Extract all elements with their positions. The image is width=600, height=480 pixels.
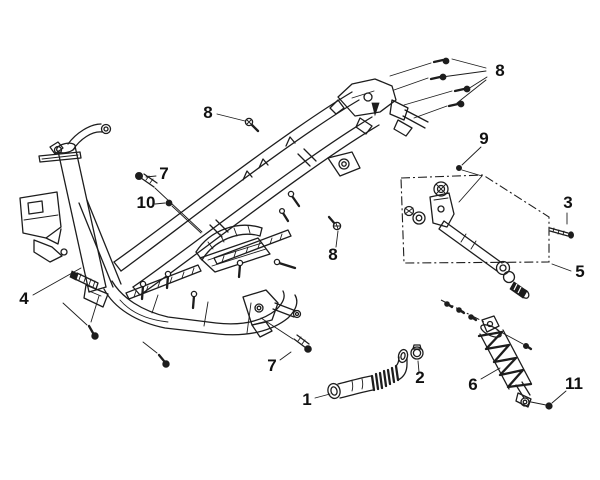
callout-7-top: 7 <box>159 164 169 183</box>
frame-main-tubes <box>114 92 379 295</box>
hanger-box-5 <box>401 175 571 271</box>
screw-8-c <box>455 86 470 92</box>
duct-bellows <box>372 366 398 390</box>
callout-10: 10 <box>136 193 156 212</box>
nut-11 <box>546 391 566 409</box>
callout-1: 1 <box>302 390 312 409</box>
callout-9: 9 <box>479 129 489 148</box>
intake-duct-1 <box>315 349 409 400</box>
callout-8-left: 8 <box>203 103 213 122</box>
screw-8-left <box>217 114 258 131</box>
screw-8-a <box>434 58 449 64</box>
leader-9 <box>456 147 482 202</box>
screws-8-top-right <box>390 58 487 118</box>
bolt-3 <box>550 213 574 238</box>
callout-2: 2 <box>415 368 425 387</box>
callout-3: 3 <box>563 193 573 212</box>
frame-floor-section <box>104 225 297 334</box>
pin-10-marker <box>155 200 201 233</box>
callout-4: 4 <box>19 289 29 308</box>
callout-7-bottom: 7 <box>267 356 277 375</box>
leader-4 <box>33 268 81 295</box>
frame-mount-studs <box>140 191 299 308</box>
bolt-7-top <box>135 172 202 232</box>
end-bushing <box>510 282 530 300</box>
callout-11: 11 <box>565 374 583 393</box>
engine-hanger-link <box>405 182 531 300</box>
frame-rear-bracket-cluster <box>328 79 428 176</box>
callout-8-right: 8 <box>495 61 505 80</box>
steering-head-column <box>20 124 121 307</box>
callout-5: 5 <box>575 262 585 281</box>
screw-8-d <box>449 101 464 107</box>
callout-6: 6 <box>468 375 478 394</box>
hose-clamp-2 <box>411 345 423 372</box>
underfloor-screws <box>63 296 169 367</box>
callout-8-middle: 8 <box>328 245 338 264</box>
screw-8-middle <box>329 217 341 247</box>
rear-shock-absorber <box>441 300 546 407</box>
